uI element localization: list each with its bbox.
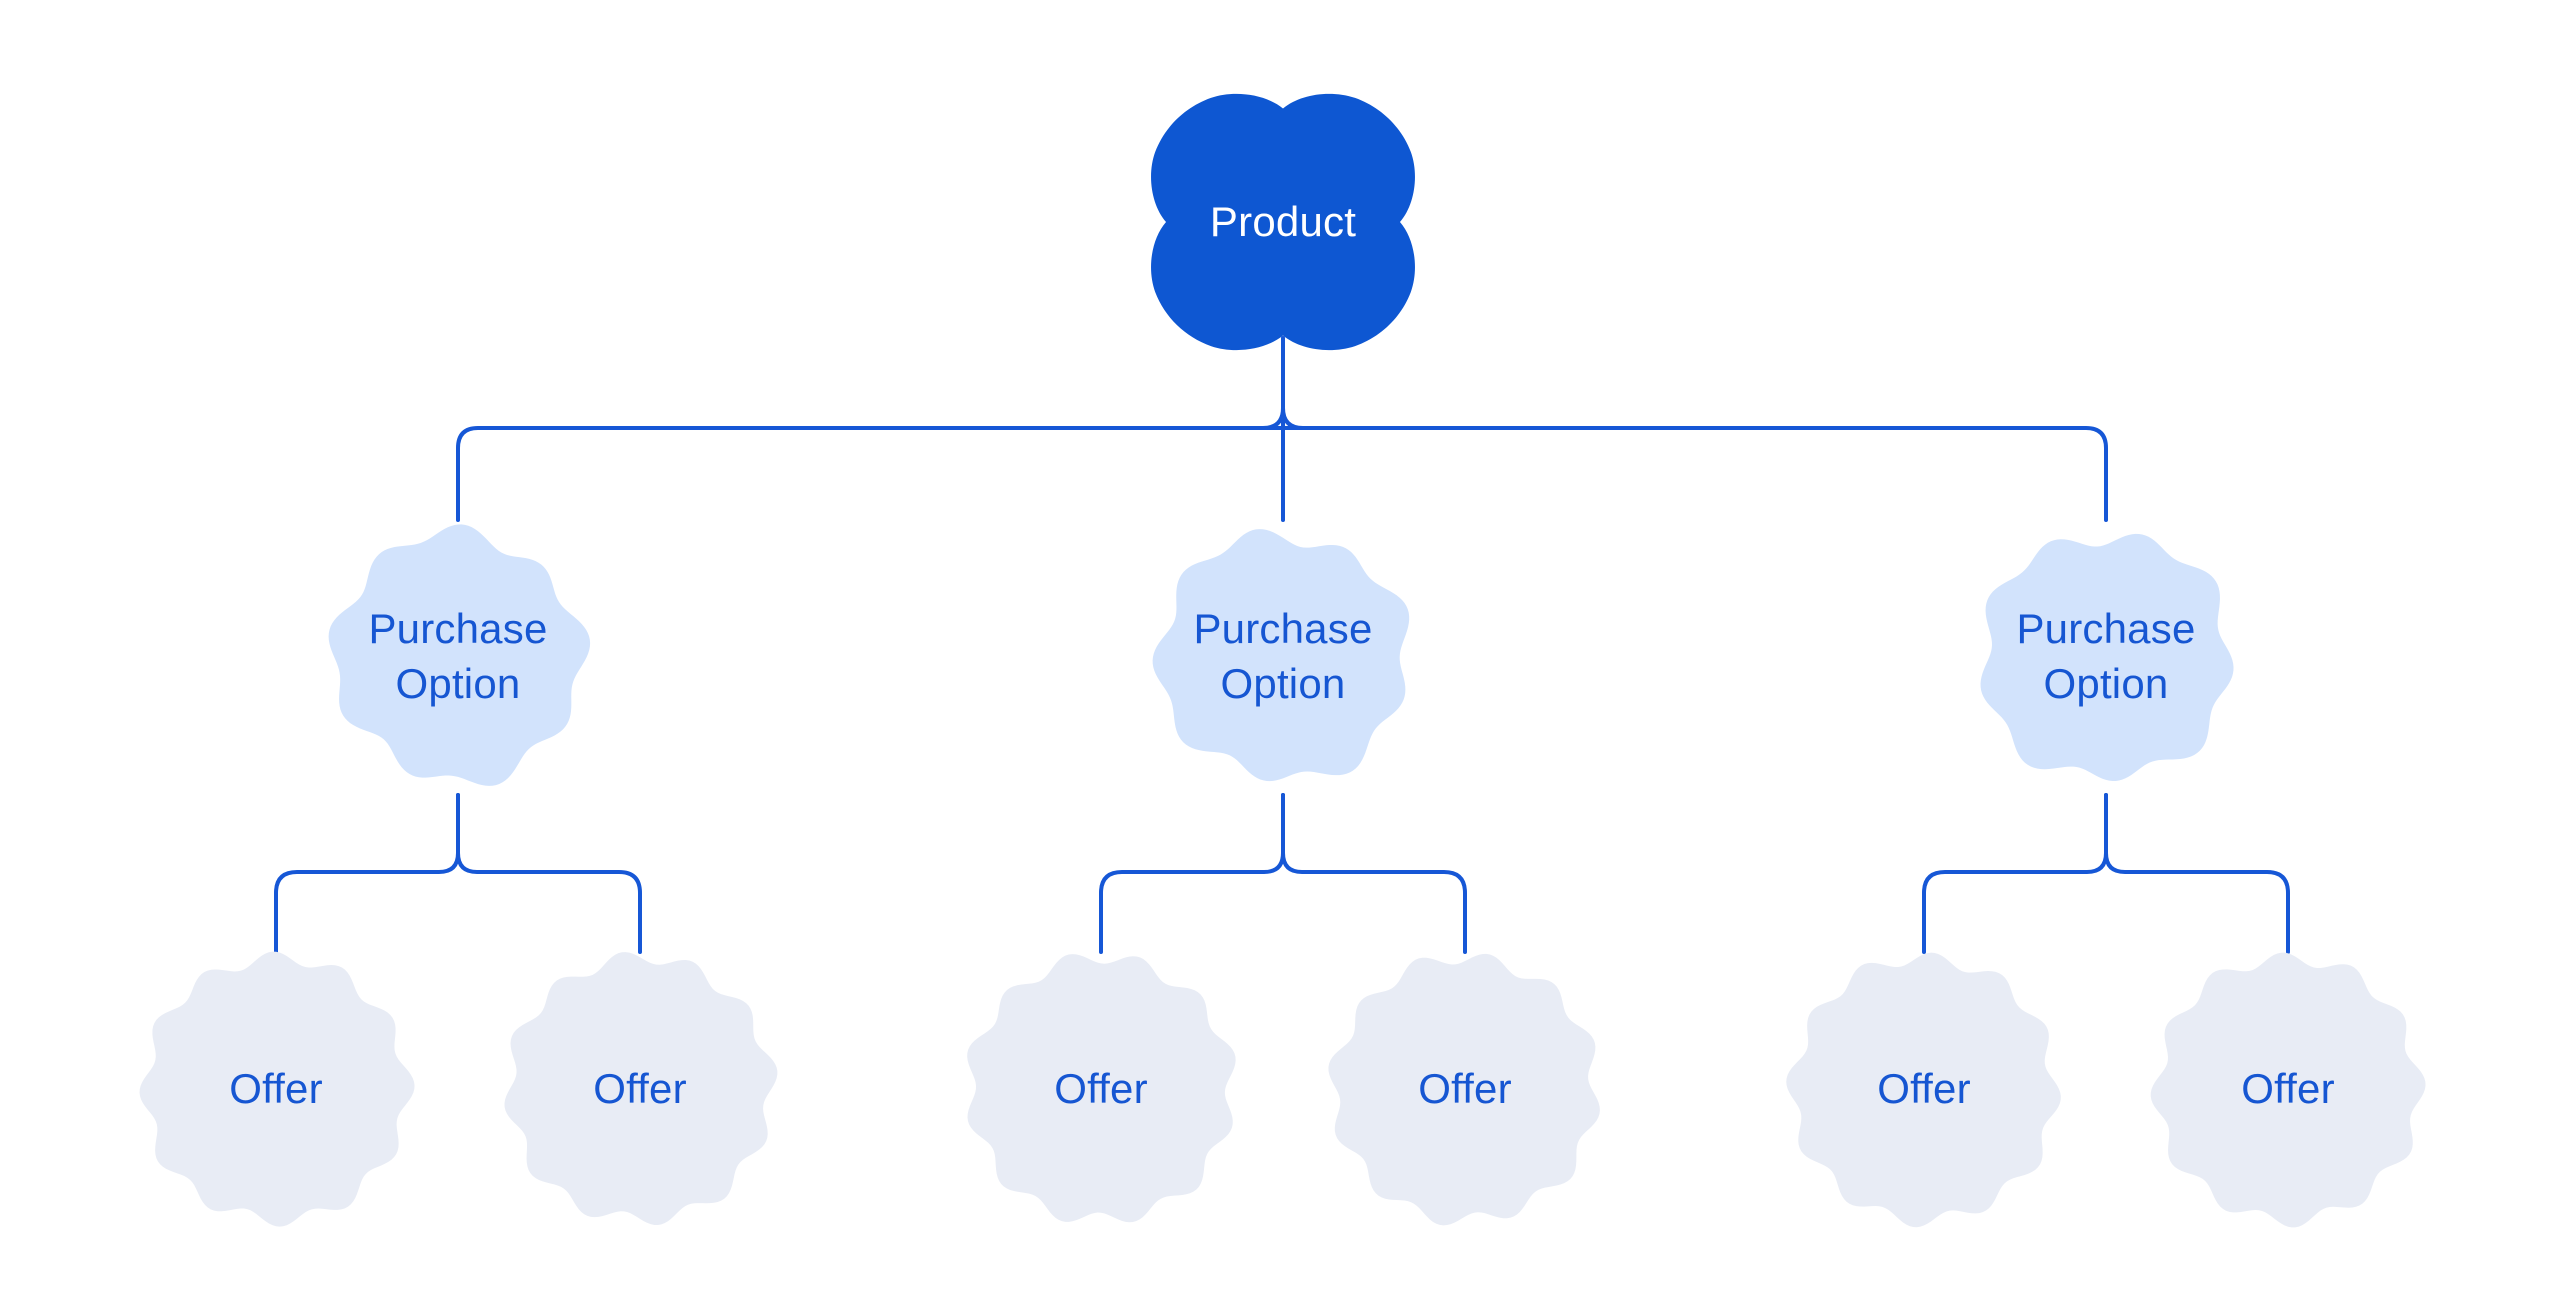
purchase-option-node: Purchase Option xyxy=(1143,517,1423,797)
offer-blob-icon xyxy=(504,952,778,1226)
offer-node: Offer xyxy=(1325,949,1605,1229)
purchase-option-label-text: Purchase Option xyxy=(1193,605,1373,707)
offer-node: Offer xyxy=(500,949,780,1229)
purchase-option-blob-icon xyxy=(1152,529,1410,782)
purchase-option-label-text: Purchase Option xyxy=(368,605,548,707)
offer-label: Offer xyxy=(593,1064,687,1112)
offer-blob-icon xyxy=(139,951,415,1227)
purchase-option-label: Purchase Option xyxy=(1966,517,2246,797)
purchase-option-blob-icon xyxy=(328,524,591,786)
offer-blob-icon xyxy=(967,954,1236,1223)
offer-label: Offer xyxy=(1418,1064,1512,1112)
purchase-option-blob-icon xyxy=(1980,533,2234,781)
product-blob-path xyxy=(1151,93,1415,351)
offer-node: Offer xyxy=(1784,949,2064,1229)
offer-label: Offer xyxy=(2241,1064,2335,1112)
offer-label: Offer xyxy=(1877,1064,1971,1112)
purchase-option-label-text: Purchase Option xyxy=(2016,605,2196,707)
offer-blob-icon xyxy=(1328,953,1600,1226)
purchase-option-label: Purchase Option xyxy=(1143,517,1423,797)
purchase-option-node: Purchase Option xyxy=(1966,517,2246,797)
offer-node: Offer xyxy=(961,949,1241,1229)
product-blob-icon xyxy=(1151,93,1415,351)
offer-node: Offer xyxy=(2148,949,2428,1229)
offer-blob-icon xyxy=(2150,952,2426,1228)
offer-node: Offer xyxy=(136,949,416,1229)
offer-label: Offer xyxy=(1054,1064,1148,1112)
purchase-option-label: Purchase Option xyxy=(318,517,598,797)
product-node: Product xyxy=(1147,90,1419,354)
purchase-option-node: Purchase Option xyxy=(318,517,598,797)
offer-blob-icon xyxy=(1786,952,2061,1228)
product-label: Product xyxy=(1209,197,1357,245)
offer-label: Offer xyxy=(229,1064,323,1112)
